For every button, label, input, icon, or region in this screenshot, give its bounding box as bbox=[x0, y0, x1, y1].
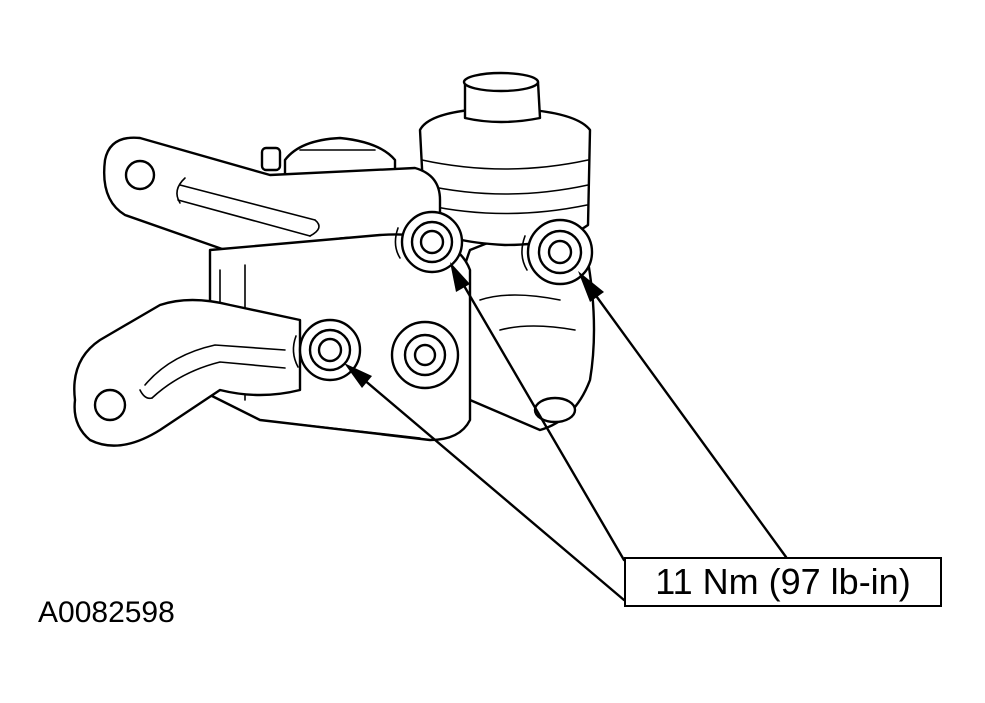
filler-neck bbox=[260, 136, 397, 180]
arrowhead-lower-left bbox=[344, 363, 372, 388]
bolt-lower-right bbox=[390, 320, 460, 390]
arrowhead-upper-right bbox=[578, 271, 604, 302]
bolt-upper-left bbox=[394, 210, 464, 274]
arrowhead-upper-left bbox=[450, 262, 470, 292]
bolt-upper-right bbox=[521, 218, 594, 286]
lower-bracket bbox=[73, 298, 302, 447]
figure-id-label: A0082598 bbox=[38, 596, 175, 629]
bolt-lower-left bbox=[292, 318, 362, 382]
reservoir-cap bbox=[418, 71, 592, 247]
torque-callout-text: 11 Nm (97 lb-in) bbox=[655, 561, 911, 602]
torque-callout-box: 11 Nm (97 lb-in) bbox=[624, 557, 942, 607]
leader-lines bbox=[344, 262, 788, 602]
